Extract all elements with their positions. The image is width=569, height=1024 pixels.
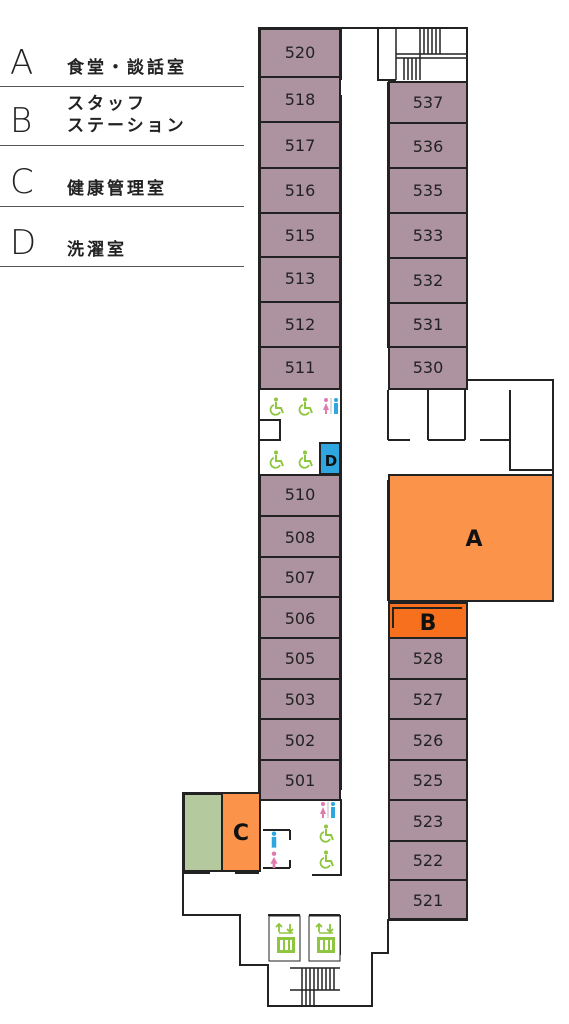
left-rooms: 520 518 517 516 515 513 512 511 510 508 … [259,28,341,801]
dining-lounge-area [388,474,554,602]
right-rooms: 537 536 535 533 532 531 530 528 527 526 … [388,81,468,920]
legend-item-a: A 食堂・談話室 [0,40,244,87]
room-label-525: 525 [413,771,444,790]
wheelchair-icon [268,396,288,416]
wheelchair-icon [297,449,317,469]
room-label-531: 531 [413,315,444,334]
room-label-520: 520 [285,43,316,62]
wheelchair-icon [318,823,338,843]
room-522 [388,840,468,881]
legend-letter: B [10,101,33,141]
laundry-area [319,442,341,475]
room-518 [259,76,341,123]
room-label-515: 515 [285,226,316,245]
legend-item-b: B スタッフ ステーション [0,86,244,146]
room-530 [388,346,468,390]
room-label-530: 530 [413,358,444,377]
area-label-b: B [420,611,437,636]
room-label-501: 501 [285,771,316,790]
stairs-icon [290,28,467,1006]
room-511 [259,346,341,390]
special-areas: A B C D [183,442,554,872]
legend-item-d: D 洗濯室 [0,206,244,267]
room-521 [388,879,468,920]
restroom-icon [320,802,335,818]
restroom-icon [323,398,338,414]
room-512 [259,301,341,348]
room-528 [388,637,468,680]
room-label-533: 533 [413,226,444,245]
room-label-523: 523 [413,812,444,831]
room-label-535: 535 [413,181,444,200]
room-label-510: 510 [285,485,316,504]
green-room [183,793,223,872]
elevators [268,915,341,962]
female-icon [270,851,278,869]
legend-label: 健康管理室 [67,179,167,199]
legend-letter: D [10,223,37,263]
room-label-528: 528 [413,649,444,668]
room-label-506: 506 [285,609,316,628]
legend-label-line1: スタッフ [67,94,147,114]
room-label-502: 502 [285,731,316,750]
room-label-522: 522 [413,851,444,870]
room-label-503: 503 [285,690,316,709]
room-label-518: 518 [285,90,316,109]
room-label-513: 513 [285,269,316,288]
room-507 [259,556,341,598]
health-room-area [221,792,261,872]
area-label-a: A [465,527,482,552]
room-505 [259,637,341,680]
room-label-512: 512 [285,315,316,334]
room-label-511: 511 [285,358,316,377]
room-label-526: 526 [413,731,444,750]
room-501 [259,759,341,801]
legend-label-line2: ステーション [67,116,187,136]
room-label-532: 532 [413,271,444,290]
male-icon [271,831,277,848]
room-label-508: 508 [285,528,316,547]
wheelchair-icon [268,449,288,469]
legend-letter: A [10,43,34,83]
wheelchair-icon [297,396,317,416]
room-label-521: 521 [413,891,444,910]
wheelchair-icon [318,849,338,869]
room-513 [259,256,341,303]
room-label-517: 517 [285,136,316,155]
legend-letter: C [10,162,34,202]
room-506 [259,596,341,639]
room-label-516: 516 [285,181,316,200]
legend-label: 食堂・談話室 [67,58,187,78]
room-label-505: 505 [285,649,316,668]
room-515 [259,212,341,258]
area-label-c: C [233,821,249,846]
room-502 [259,718,341,761]
room-label-507: 507 [285,568,316,587]
room-510 [259,474,341,517]
room-label-537: 537 [413,93,444,112]
room-531 [388,302,468,348]
area-label-d: D [325,452,337,470]
room-label-527: 527 [413,690,444,709]
legend-label: 洗濯室 [67,240,127,260]
legend-item-c: C 健康管理室 [0,145,244,207]
room-520 [259,28,341,78]
room-533 [388,212,468,259]
room-526 [388,718,468,761]
room-label-536: 536 [413,137,444,156]
